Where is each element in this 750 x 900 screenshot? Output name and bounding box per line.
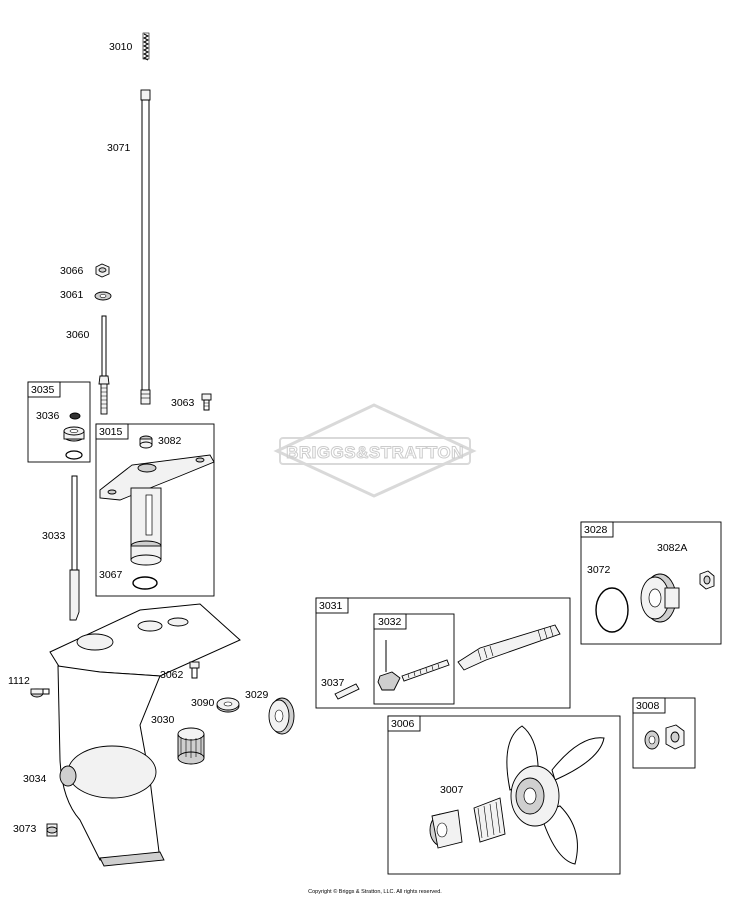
copyright-notice: Copyright © Briggs & Stratton, LLC. All … — [308, 889, 442, 895]
callout-3066: 3066 — [60, 265, 84, 277]
box-label-3028: 3028 — [584, 524, 608, 536]
callout-3073: 3073 — [13, 823, 37, 835]
callout-3033: 3033 — [42, 530, 66, 542]
watermark-text: BRIGGS&STRATTON — [286, 443, 464, 462]
part-3062-screw — [189, 661, 200, 679]
callout-3071: 3071 — [107, 142, 131, 154]
box-label-3031: 3031 — [319, 600, 343, 612]
callout-3067: 3067 — [99, 569, 123, 581]
box-label-3006: 3006 — [391, 718, 415, 730]
brand-watermark: BRIGGS&STRATTON — [273, 403, 477, 498]
part-3033-lower-rod — [69, 475, 80, 621]
callout-1112: 1112 — [8, 675, 30, 687]
callout-3061: 3061 — [60, 289, 84, 301]
box-label-3035: 3035 — [31, 384, 55, 396]
box-label-3032: 3032 — [378, 616, 402, 628]
part-3066-nut — [95, 263, 110, 278]
part-3010-spring — [142, 32, 150, 61]
part-3073-drain-plug — [46, 823, 58, 837]
callout-3030: 3030 — [151, 714, 175, 726]
part-3063-screw — [201, 393, 212, 411]
box-label-3015: 3015 — [99, 426, 123, 438]
part-3061-washer — [94, 291, 112, 301]
callout-3036: 3036 — [36, 410, 60, 422]
part-3071-drive-shaft — [140, 89, 151, 405]
callout-3082a: 3082A — [657, 542, 687, 554]
kit-box-3006: 3006 — [387, 715, 621, 875]
callout-3063: 3063 — [171, 397, 195, 409]
callout-3062: 3062 — [160, 669, 184, 681]
kit-box-3028: 3028 — [580, 521, 722, 645]
callout-3060: 3060 — [66, 329, 90, 341]
kit-box-3032: 3032 — [373, 613, 455, 705]
kit-box-3008: 3008 — [632, 697, 696, 769]
callout-3007: 3007 — [440, 784, 464, 796]
kit-box-3035: 3035 — [27, 381, 91, 463]
part-3030-pinion-gear — [177, 727, 205, 765]
box-label-3008: 3008 — [636, 700, 660, 712]
part-3060-shift-rod — [98, 315, 110, 415]
callout-3090: 3090 — [191, 697, 215, 709]
callout-3029: 3029 — [245, 689, 269, 701]
callout-3072: 3072 — [587, 564, 611, 576]
part-3090-bearing — [216, 697, 240, 713]
kit-box-3015: 3015 — [95, 423, 215, 597]
callout-3082: 3082 — [158, 435, 182, 447]
part-1112-screw — [30, 688, 50, 698]
part-3029-gear — [268, 697, 295, 735]
kit-box-3031: 3031 — [315, 597, 571, 709]
callout-3037: 3037 — [321, 677, 345, 689]
callout-3010: 3010 — [109, 41, 133, 53]
callout-3034: 3034 — [23, 773, 47, 785]
part-3034-gear-case — [49, 603, 241, 867]
